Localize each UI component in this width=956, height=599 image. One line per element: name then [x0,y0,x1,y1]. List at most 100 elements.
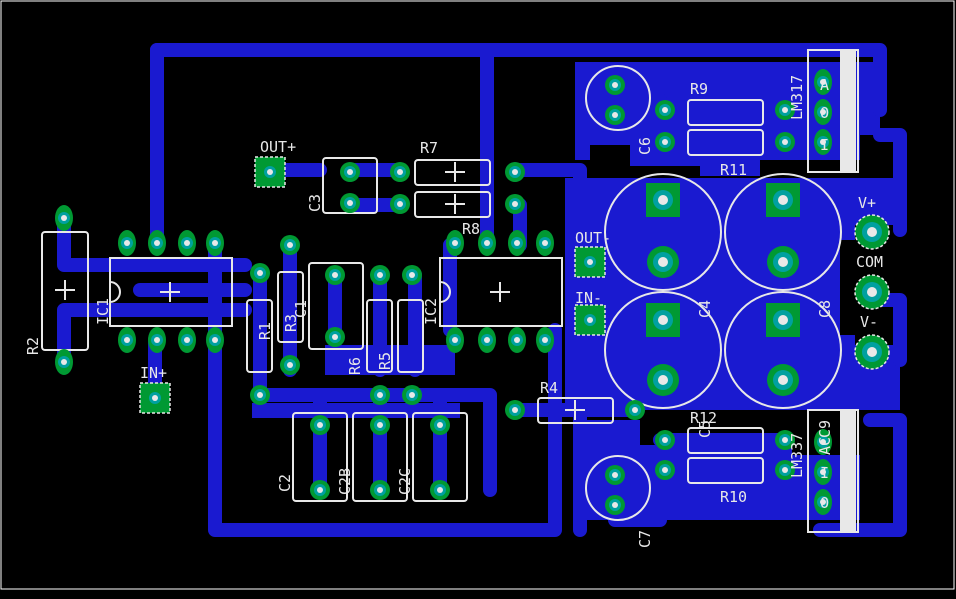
pad [280,355,300,375]
pad [536,230,554,256]
pad [446,327,464,353]
pad [55,205,73,231]
label-pin-a-top: A [820,76,829,94]
pad [655,132,675,152]
label-com: COM [856,253,883,271]
pad [814,429,832,455]
label-r7: R7 [420,139,438,157]
label-r5: R5 [376,352,394,370]
pad [854,214,890,250]
pads [55,69,890,515]
label-pin-o-bot: O [820,494,829,512]
pad [646,303,680,337]
label-ic1: IC1 [94,298,112,325]
pad [254,156,286,188]
copper-pours [252,62,900,520]
pad [647,364,679,396]
pad [340,193,360,213]
pad [478,327,496,353]
label-c1: C1 [292,300,310,318]
pad [139,382,171,414]
pad [310,480,330,500]
pad [390,194,410,214]
pad [505,194,525,214]
pad [854,274,890,310]
pad [118,327,136,353]
label-v-minus: V- [860,313,878,331]
pad [814,99,832,125]
label-v-plus: V+ [858,194,876,212]
label-c5: C5 [696,420,714,438]
pad [605,465,625,485]
pad [508,230,526,256]
pad [430,480,450,500]
pad [767,246,799,278]
pad [605,105,625,125]
silkscreen [41,49,859,533]
pad [574,304,606,336]
pad [310,415,330,435]
pad [402,385,422,405]
label-c2: C2 [276,474,294,492]
pad [625,400,645,420]
pad [775,100,795,120]
pad [814,459,832,485]
pad [775,460,795,480]
pad [574,246,606,278]
label-r3: R3 [282,314,300,332]
pad [505,400,525,420]
pad [280,235,300,255]
pad [390,162,410,182]
label-c8: C8 [816,300,834,318]
label-r2: R2 [24,337,42,355]
pad [55,349,73,375]
pad [118,230,136,256]
pad [854,334,890,370]
label-c3: C3 [306,194,324,212]
label-r8: R8 [462,220,480,238]
label-c6: C6 [636,137,654,155]
pad [178,327,196,353]
label-lm317: LM317 [788,75,806,120]
pad [655,430,675,450]
pad [446,230,464,256]
pad [766,303,800,337]
pad [655,460,675,480]
label-pin-i-bot: I [820,464,829,482]
pad [325,327,345,347]
pad [370,415,390,435]
pad [206,230,224,256]
component-labels: R2 IC1 IN+ OUT+ C3 R7 R8 R1 R3 C1 R6 R5 … [24,75,883,548]
pad [178,230,196,256]
pad [148,327,166,353]
pad [647,246,679,278]
pad [478,230,496,256]
label-pin-o-top: O [820,104,829,122]
pad [508,327,526,353]
pad [814,129,832,155]
label-in-minus: IN- [575,289,602,307]
label-r6: R6 [346,357,364,375]
label-out-minus: OUT- [575,229,611,247]
pad [775,430,795,450]
pad [775,132,795,152]
pad [536,327,554,353]
label-out-plus: OUT+ [260,138,296,156]
pad [646,183,680,217]
label-c4: C4 [696,300,714,318]
pad [370,480,390,500]
label-ic2: IC2 [422,298,440,325]
pad [814,489,832,515]
pad [148,230,166,256]
label-r9: R9 [690,80,708,98]
label-r10: R10 [720,488,747,506]
label-lm337: LM337 [788,433,806,478]
label-c9: C9 [816,420,834,438]
pad [767,364,799,396]
label-pin-i-top: I [820,136,829,154]
pad [402,265,422,285]
pad [605,495,625,515]
pad [814,69,832,95]
